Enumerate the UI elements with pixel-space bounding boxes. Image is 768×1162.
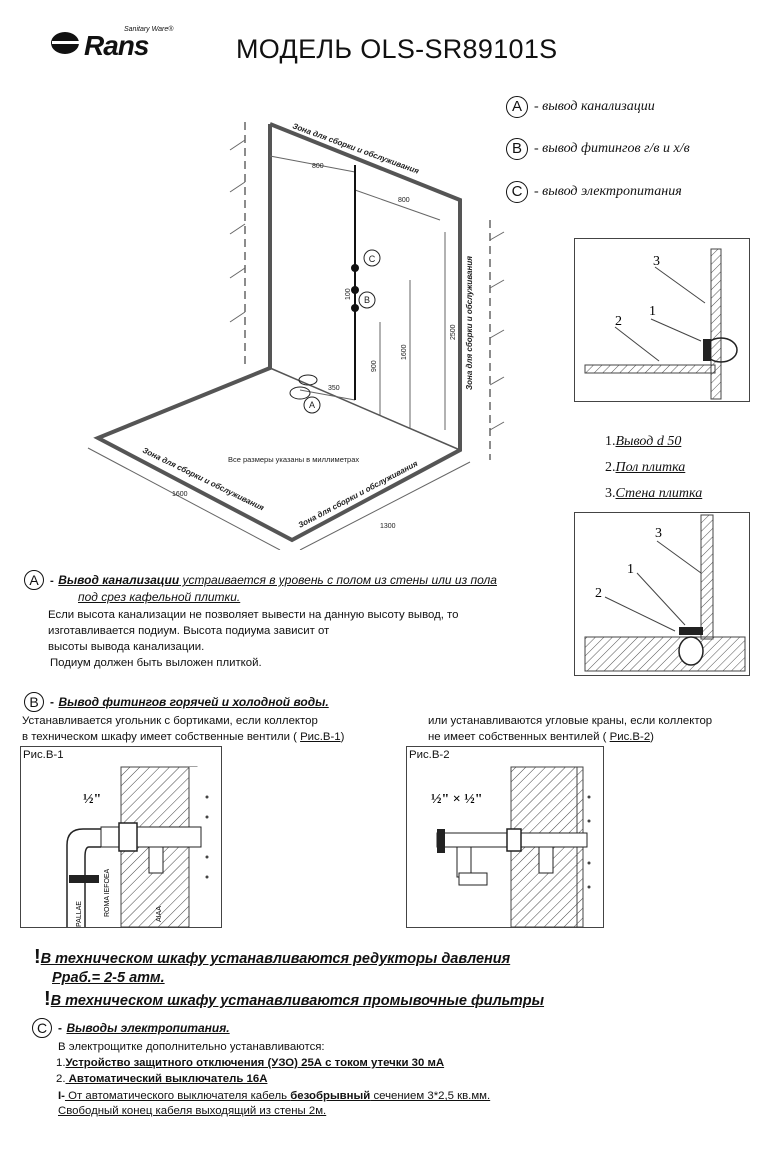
figure-b1-size: ½" bbox=[83, 792, 101, 807]
section-c-letter: C bbox=[32, 1018, 52, 1038]
section-a-heading: A- Вывод канализации устраивается в уров… bbox=[24, 570, 497, 590]
section-a-line-4: Подиум должен быть выложен плиткой. bbox=[50, 657, 262, 669]
diagram-label-c: C bbox=[369, 254, 376, 264]
legend-text-a: - вывод канализации bbox=[534, 99, 655, 115]
dim-800-right: 800 bbox=[398, 197, 410, 204]
warning-2: !В техническом шкафу устанавливаются про… bbox=[44, 988, 545, 1010]
brand-logo: Rans Sanitary Ware® bbox=[50, 26, 175, 60]
legend-letter-b: B bbox=[506, 138, 528, 160]
zone-bottom-right: Зона для сборки и обслуживания bbox=[297, 459, 420, 530]
section-c-item-1: 1.Устройство защитного отключения (УЗО) … bbox=[56, 1057, 445, 1069]
section-c-item-4: Свободный конец кабеля выходящий из стен… bbox=[58, 1105, 327, 1117]
section-c-item-3: I- От автоматического выключателя кабель… bbox=[58, 1090, 491, 1102]
section-b-left-line2: в техническом шкафу имеет собственные ве… bbox=[22, 731, 345, 743]
dim-1600-floor: 1600 bbox=[172, 491, 188, 498]
dim-1300: 1300 bbox=[380, 523, 396, 530]
installation-diagram: C B A 800 800 2500 1600 900 100 350 1600… bbox=[87, 121, 505, 550]
section-b-left-line1: Устанавливается угольник с бортиками, ес… bbox=[22, 715, 318, 727]
section-b-right-line1: или устанавливаются угловые краны, если … bbox=[428, 715, 713, 727]
section-c-heading: C- Выводы электропитания. bbox=[32, 1018, 230, 1038]
panel2-label-3: 3 bbox=[655, 526, 662, 541]
section-c-title: Выводы электропитания. bbox=[66, 1021, 230, 1036]
figure-b1-label-a: ROMA IEFOEA bbox=[104, 868, 111, 917]
section-b-right-line2: не имеет собственных вентилей ( Рис.В-2) bbox=[428, 731, 654, 743]
legend-item-b: B - вывод фитингов г/в и х/в bbox=[506, 138, 690, 162]
figure-b1-label-c: AIAA bbox=[156, 906, 163, 922]
figure-b2: Рис.В-2 ½" × ½" bbox=[406, 746, 604, 928]
panel1-label-2: 2 bbox=[615, 314, 622, 329]
side-legend-2: 2.Пол плитка bbox=[605, 460, 686, 475]
section-a-title: Вывод канализации bbox=[58, 573, 180, 588]
section-c-item-2: 2. Автоматический выключатель 16А bbox=[56, 1073, 268, 1085]
diagram-label-b: B bbox=[364, 295, 370, 305]
panel1-label-3: 3 bbox=[653, 254, 660, 269]
panel1-label-1: 1 bbox=[649, 304, 656, 319]
section-a-letter: A bbox=[24, 570, 44, 590]
dim-1600: 1600 bbox=[401, 344, 408, 360]
section-a-title-rest: устраивается в уровень с полом из стены … bbox=[179, 573, 497, 588]
logo-mark-icon bbox=[51, 32, 82, 54]
section-b-heading: B- Вывод фитингов горячей и холодной вод… bbox=[24, 692, 329, 712]
logo-wordmark: Rans bbox=[84, 30, 149, 61]
diagram-label-a: A bbox=[309, 400, 315, 410]
section-a-line-3: высоты вывода канализации. bbox=[48, 641, 205, 653]
side-legend-1: 1.Вывод d 50 bbox=[605, 434, 682, 449]
legend-item-a: A - вывод канализации bbox=[506, 96, 655, 120]
dim-800-left: 800 bbox=[312, 163, 324, 170]
zone-right: Зона для сборки и обслуживания bbox=[465, 256, 474, 390]
figure-b1-title: Рис.В-1 bbox=[23, 749, 64, 761]
panel2-label-2: 2 bbox=[595, 586, 602, 601]
figure-b1-label-b: PALLAE bbox=[76, 901, 83, 927]
drain-floor-diagram: 3 1 2 bbox=[574, 512, 750, 676]
section-b-title: Вывод фитингов горячей и холодной воды. bbox=[58, 695, 329, 710]
figure-b1-drawing: ½" ROMA IEFOEA PALLAE AIAA bbox=[66, 766, 221, 927]
legend-letter-a: A bbox=[506, 96, 528, 118]
figure-b2-drawing: ½" × ½" bbox=[431, 766, 591, 927]
dim-900: 900 bbox=[371, 360, 378, 372]
drain-wall-diagram: 3 1 2 bbox=[574, 238, 750, 402]
legend-text-b: - вывод фитингов г/в и х/в bbox=[534, 141, 690, 157]
dim-100: 100 bbox=[345, 288, 352, 300]
section-a-line-1: Если высота канализации не позволяет выв… bbox=[48, 609, 459, 621]
legend-letter-c: C bbox=[506, 181, 528, 203]
panel2-label-1: 1 bbox=[627, 562, 634, 577]
section-a-title-line2: под срез кафельной плитки. bbox=[78, 590, 241, 604]
legend-text-c: - вывод электропитания bbox=[534, 184, 682, 200]
section-a-line-2: изготавливается подиум. Высота подиума з… bbox=[48, 625, 330, 637]
section-b-letter: B bbox=[24, 692, 44, 712]
warning-pressure: Рраб.= 2-5 атм. bbox=[52, 970, 165, 986]
dim-2500: 2500 bbox=[450, 324, 457, 340]
figure-b2-title: Рис.В-2 bbox=[409, 749, 450, 761]
dim-350: 350 bbox=[328, 385, 340, 392]
figure-b2-size: ½" × ½" bbox=[431, 792, 483, 807]
warning-1: !В техническом шкафу устанавливаются ред… bbox=[34, 946, 511, 968]
logo-subtitle: Sanitary Ware® bbox=[124, 26, 174, 33]
side-legend-3: 3.Стена плитка bbox=[605, 486, 703, 501]
section-c-intro: В электрощитке дополнительно устанавлива… bbox=[58, 1041, 325, 1053]
figure-b1: Рис.В-1 ½" ROMA IEFOEA PALLAE AIAA bbox=[20, 746, 222, 928]
diagram-note: Все размеры указаны в миллиметрах bbox=[228, 455, 359, 464]
legend-item-c: C - вывод электропитания bbox=[506, 181, 682, 205]
page-title: МОДЕЛЬ OLS-SR89101S bbox=[236, 34, 558, 64]
